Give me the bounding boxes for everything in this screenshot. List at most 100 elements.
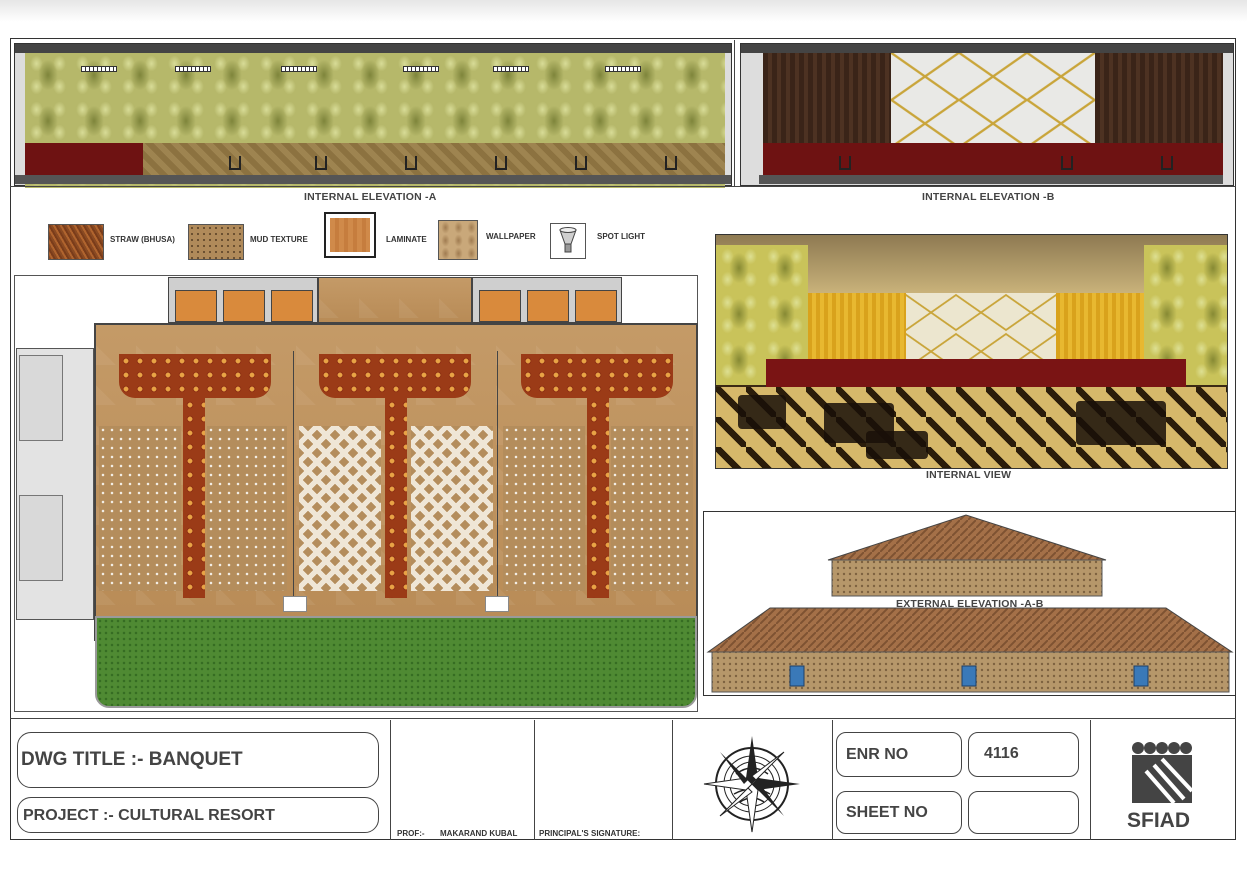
enr-label-box: ENR NO: [836, 732, 962, 777]
caption-internal-elevation-b: INTERNAL ELEVATION -B: [922, 191, 1055, 203]
legend-label-spot-light: SPOT LIGHT: [597, 232, 645, 241]
room: [575, 290, 617, 322]
sfiad-logo-svg: [1132, 742, 1194, 805]
floor-plan: [14, 275, 698, 712]
entry-marker: [485, 596, 509, 612]
elevation-a-maroon-panel: [25, 143, 143, 175]
chair-icon: [495, 156, 507, 170]
dwg-title-box: DWG TITLE :- BANQUET: [17, 732, 379, 788]
enr-label: ENR NO: [846, 746, 909, 763]
elevation-b-marble-panel: [891, 53, 1095, 147]
divider: [10, 186, 1236, 187]
external-elevation-svg: [706, 514, 1234, 693]
render-stage: [766, 359, 1186, 389]
legend-label-mud: MUD TEXTURE: [250, 235, 308, 244]
caption-internal-view: INTERNAL VIEW: [926, 469, 1012, 481]
elevation-b-stage: [763, 143, 1223, 175]
elevation-b-top-frame: [741, 44, 1233, 53]
toilet-block: [19, 495, 63, 581]
chair-icon: [1061, 156, 1073, 170]
room: [223, 290, 265, 322]
hall-partition: [497, 351, 498, 596]
carpet-aisle: [385, 398, 407, 598]
prof-label: PROF:-: [397, 829, 425, 838]
sheet-label: SHEET NO: [846, 804, 928, 821]
carpet-top: [119, 354, 271, 398]
sfiad-logo-text: SFIAD: [1127, 809, 1190, 832]
sheet-label-box: SHEET NO: [836, 791, 962, 834]
truss-light: [493, 66, 529, 72]
carpet-top: [521, 354, 673, 398]
chair-icon: [405, 156, 417, 170]
table-zone: [299, 426, 381, 591]
laminate-inner: [330, 218, 370, 252]
seating-zone: [99, 426, 181, 591]
render-furniture: [866, 431, 928, 459]
table-zone: [411, 426, 493, 591]
render-marble-panel: [906, 293, 1056, 371]
internal-view-render: [715, 234, 1228, 469]
external-elevation: EXTERNAL ELEVATION -A-B: [703, 511, 1236, 696]
room: [479, 290, 521, 322]
spot-light-icon: [550, 223, 586, 259]
project-box: PROJECT :- CULTURAL RESORT: [17, 797, 379, 833]
divider: [832, 720, 833, 840]
room: [527, 290, 569, 322]
legend-swatch-laminate: [324, 212, 376, 258]
title-block-top-border: [10, 718, 1236, 719]
enr-value: 4116: [984, 745, 1019, 762]
service-block-right: [472, 277, 622, 323]
seating-zone: [611, 426, 693, 591]
render-furniture: [738, 395, 786, 429]
project-name: PROJECT :- CULTURAL RESORT: [23, 807, 275, 824]
chair-icon: [575, 156, 587, 170]
carpet-top: [319, 354, 471, 398]
elevation-b-floor-line: [759, 175, 1223, 184]
divider: [672, 720, 673, 840]
carpet-aisle: [183, 398, 205, 598]
carpet-aisle: [587, 398, 609, 598]
legend-swatch-mud: [188, 224, 244, 260]
divider: [534, 720, 535, 840]
chair-icon: [839, 156, 851, 170]
internal-elevation-b: [740, 43, 1234, 186]
room: [271, 290, 313, 322]
seating-zone: [503, 426, 585, 591]
legend-swatch-straw: [48, 224, 104, 260]
compass-rose-svg: [703, 736, 800, 833]
sfiad-logo-icon: [1130, 741, 1194, 805]
truss-light: [81, 66, 117, 72]
hall-partition: [293, 351, 294, 596]
render-furniture: [1076, 401, 1166, 445]
divider: [390, 720, 391, 840]
lawn: [95, 616, 697, 708]
chair-icon: [315, 156, 327, 170]
divider: [734, 40, 735, 186]
enr-value-box: 4116: [968, 732, 1079, 777]
service-block-left: [168, 277, 318, 323]
divider: [1090, 720, 1091, 840]
entry-marker: [283, 596, 307, 612]
toilet-wing: [16, 348, 94, 620]
elevation-b-curtain-left: [763, 53, 891, 147]
principal-signature-label: PRINCIPAL'S SIGNATURE:: [539, 829, 641, 838]
truss-light: [403, 66, 439, 72]
caption-internal-elevation-a: INTERNAL ELEVATION -A: [304, 191, 437, 203]
chair-icon: [1161, 156, 1173, 170]
prof-name: MAKARAND KUBAL: [440, 829, 518, 838]
room: [175, 290, 217, 322]
truss-light: [175, 66, 211, 72]
toilet-block: [19, 355, 63, 441]
north-arrow-icon: [700, 732, 804, 836]
legend-label-laminate: LAMINATE: [386, 235, 427, 244]
seating-zone: [207, 426, 287, 591]
spot-light-icon-svg: [559, 227, 577, 253]
legend-label-wallpaper: WALLPAPER: [486, 232, 536, 241]
truss-light: [281, 66, 317, 72]
legend-label-straw: STRAW (BHUSA): [110, 235, 175, 244]
top-shade: [0, 0, 1247, 22]
chair-icon: [229, 156, 241, 170]
internal-elevation-a: [14, 43, 732, 188]
drawing-sheet-frame: [10, 38, 1236, 840]
sheet-value-box: [968, 791, 1079, 834]
